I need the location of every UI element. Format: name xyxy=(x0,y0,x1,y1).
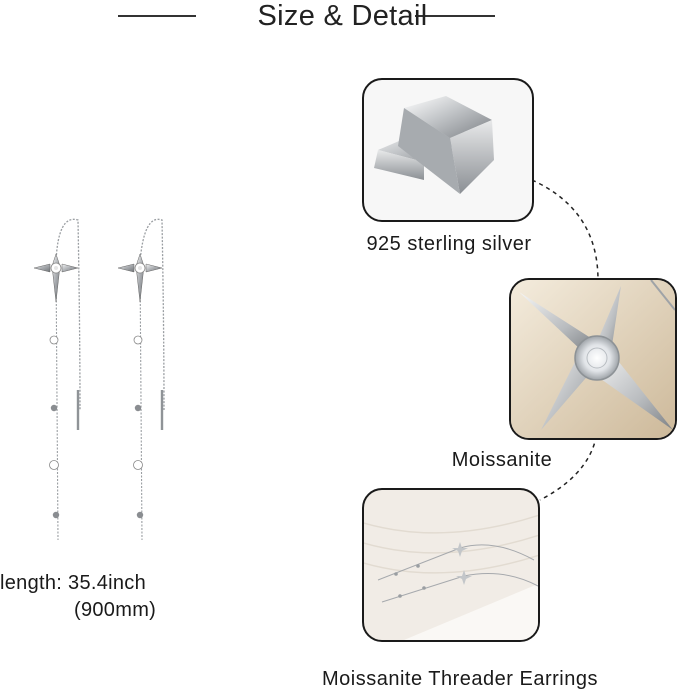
threader-earrings-illustration xyxy=(33,218,165,541)
title-divider-left xyxy=(118,15,196,17)
length-mm: (900mm) xyxy=(74,599,157,621)
detail-card-moissanite xyxy=(509,278,677,440)
detail-card-silver xyxy=(362,78,534,222)
detail-label-silver: 925 sterling silver xyxy=(366,233,532,255)
title-divider-right xyxy=(415,15,495,17)
length-label: length: xyxy=(0,572,63,594)
threader-earrings-icon xyxy=(364,514,538,640)
detail-label-moissanite: Moissanite xyxy=(451,449,553,471)
length-inch: 35.4inch xyxy=(68,572,147,594)
earring-right xyxy=(117,218,165,541)
detail-card-threader xyxy=(362,488,540,642)
length-spec: length: 35.4inch (900mm) xyxy=(0,570,180,624)
star-gem-icon xyxy=(511,280,675,438)
detail-label-threader: Moissanite Threader Earrings xyxy=(322,668,598,690)
section-header: Size & Detail xyxy=(0,0,685,34)
page-title: Size & Detail xyxy=(257,0,428,32)
earring-left xyxy=(33,218,81,541)
silver-bar-icon xyxy=(374,96,494,194)
